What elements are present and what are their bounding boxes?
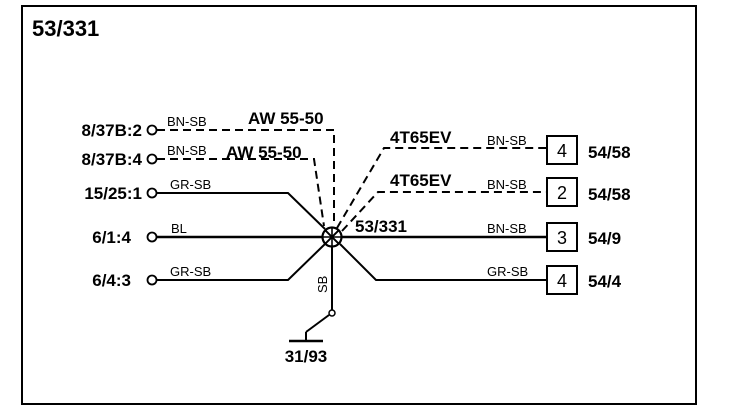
variant-label: 4T65EV [390,171,452,190]
dashed-wire [157,158,325,227]
connector-id: 6/4:3 [92,271,131,290]
variant-label: 4T65EV [390,128,452,147]
left-connection-5: 6/4:3 GR-SB [92,243,326,290]
pin-number: 4 [557,141,567,161]
pin-box [546,177,578,207]
wire-color-label: BN-SB [487,221,527,236]
wire-color-label: GR-SB [487,264,528,279]
wire [157,243,326,281]
ground-terminal [328,309,336,317]
ground-terminal-label: 31/93 [285,347,328,366]
ground-switch-line [305,314,330,333]
pin-box [546,135,578,165]
dashed-wire [341,191,547,232]
wire [157,192,326,230]
connector-id: 54/4 [588,272,622,291]
right-connection-4: GR-SB 4 54/4 [339,243,622,295]
connector-id: 6/1:4 [92,228,131,247]
connector-id: 54/58 [588,185,631,204]
connector-id: 54/58 [588,143,631,162]
wire-color-label: GR-SB [170,264,211,279]
right-connection-1: 4T65EV BN-SB 4 54/58 [336,128,631,229]
dashed-wire [157,129,335,225]
wire-color-label: BN-SB [487,177,527,192]
diagram-title: 53/331 [32,16,99,41]
wire-color-label: SB [315,276,330,293]
splice-point: 53/331 [321,217,407,248]
terminal-circle [146,187,158,199]
wire-color-label: BL [171,221,187,236]
left-connection-2: 8/37B:4 BN-SB AW 55-50 [82,143,325,227]
right-connection-3: BN-SB 3 54/9 [342,221,621,252]
connector-id: 54/9 [588,229,621,248]
connector-id: 8/37B:2 [82,121,142,140]
variant-label: AW 55-50 [248,109,324,128]
pin-number: 4 [557,271,567,291]
connector-id: 15/25:1 [84,184,142,203]
left-connection-3: 15/25:1 GR-SB [84,177,326,230]
terminal-circle [146,153,158,165]
dashed-wire [336,147,547,229]
wire-color-label: BN-SB [167,143,207,158]
diagram-frame [21,5,697,405]
left-connection-4: 6/1:4 BL [92,221,322,247]
terminal-circle [146,231,158,243]
pin-box [546,265,578,295]
connector-id: 8/37B:4 [82,150,143,169]
terminal-circle [146,274,158,286]
wire-color-label: GR-SB [170,177,211,192]
left-connection-1: 8/37B:2 BN-SB AW 55-50 [82,109,335,225]
pin-number: 2 [557,183,567,203]
terminal-circle [146,124,158,136]
ground-branch: SB 31/93 [285,247,336,366]
wire [339,243,547,281]
right-connection-2: 4T65EV BN-SB 2 54/58 [341,171,631,232]
splice-label: 53/331 [355,217,407,236]
wire-color-label: BN-SB [487,133,527,148]
wire-color-label: BN-SB [167,114,207,129]
pin-box [546,222,578,252]
variant-label: AW 55-50 [226,143,302,162]
pin-number: 3 [557,228,567,248]
